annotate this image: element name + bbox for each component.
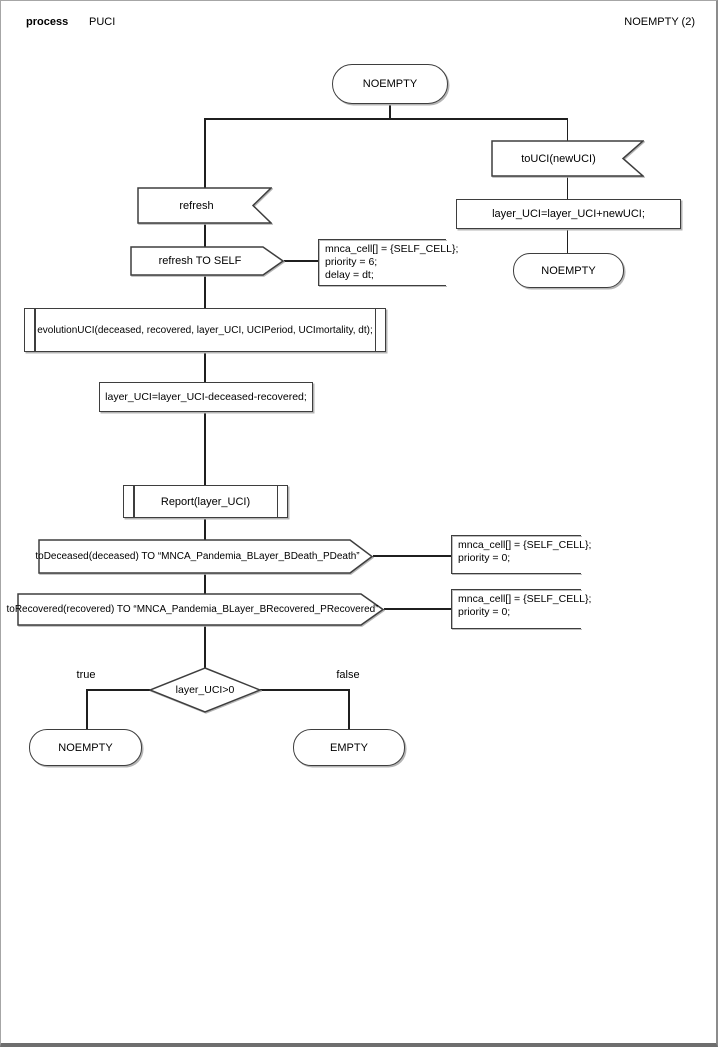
procedure-label: evolutionUCI(deceased, recovered, layer_… [37,324,373,336]
signal-label: refresh TO SELF [158,255,242,267]
connector-line [260,689,349,691]
comment-todeceased-params: mnca_cell[] = {SELF_CELL}; priority = 0; [451,535,592,574]
decision-label: layer_UCI>0 [175,684,235,696]
task-label: layer_UCI=layer_UCI-deceased-recovered; [105,391,307,403]
procedure-bar [374,309,376,351]
connector-line [204,411,206,486]
signal-in-toUCI: toUCI(newUCI) [491,140,644,177]
page-label: NOEMPTY (2) [624,16,695,28]
comment-bracket [451,589,581,629]
signal-label: toRecovered(recovered) TO “MNCA_Pandemia… [6,604,379,615]
signal-out-refresh-to-self: refresh TO SELF [130,246,284,276]
label-true: true [76,669,96,681]
connector-line [204,573,206,594]
connector-line [348,689,350,730]
comment-line: mnca_cell[] = {SELF_CELL}; [458,539,592,551]
connector-line [389,104,391,119]
signal-out-todeceased: toDeceased(deceased) TO “MNCA_Pandemia_B… [35,539,373,574]
connector-line [566,229,568,254]
state-label: EMPTY [330,741,368,754]
state-noempty-true: NOEMPTY [29,729,142,766]
comment-line: priority = 0; [458,606,511,618]
connector-line [86,689,88,730]
task-layer-uci-subtract: layer_UCI=layer_UCI-deceased-recovered; [99,382,313,412]
connector-line [204,625,206,668]
comment-line: mnca_cell[] = {SELF_CELL}; [458,593,592,605]
connector-line [284,260,318,262]
connector-line [204,276,206,309]
process-name: PUCI [89,16,116,28]
signal-out-torecovered: toRecovered(recovered) TO “MNCA_Pandemia… [6,593,384,626]
comment-line: priority = 6; [325,256,378,268]
state-label: NOEMPTY [541,264,596,277]
state-noempty-start: NOEMPTY [332,64,448,104]
state-label: NOEMPTY [362,78,418,90]
connector-line [205,118,568,120]
connector-line [566,177,568,200]
task-label: layer_UCI=layer_UCI+newUCI; [492,208,645,220]
diagram-kind-label: process [26,16,69,28]
signal-in-refresh: refresh [137,187,272,224]
connector-line [204,517,206,540]
connector-line [204,118,206,188]
connector-line [86,689,150,691]
procedure-bar [276,486,278,517]
procedure-evolutionuci: evolutionUCI(deceased, recovered, layer_… [24,308,386,352]
signal-label: toUCI(newUCI) [521,152,596,165]
connector-line [204,351,206,383]
comment-line: mnca_cell[] = {SELF_CELL}; [325,243,459,255]
comment-line: delay = dt; [325,269,374,281]
signal-label: refresh [179,199,214,212]
signal-label: toDeceased(deceased) TO “MNCA_Pandemia_B… [35,551,360,562]
decision-layer-uci: layer_UCI>0 [149,667,261,713]
comment-torecovered-params: mnca_cell[] = {SELF_CELL}; priority = 0; [451,589,592,629]
state-label: NOEMPTY [58,741,113,754]
procedure-bar [133,486,135,517]
task-layer-uci-add: layer_UCI=layer_UCI+newUCI; [456,199,681,229]
state-noempty-right: NOEMPTY [513,253,624,288]
comment-bracket [318,239,446,286]
connector-line [566,118,568,141]
comment-bracket [451,535,581,574]
procedure-bar [34,309,36,351]
procedure-report: Report(layer_UCI) [123,485,288,518]
comment-line: priority = 0; [458,552,511,564]
comment-refresh-params: mnca_cell[] = {SELF_CELL}; priority = 6;… [318,239,459,286]
connector-line [204,223,206,247]
connector-line [384,608,451,610]
state-empty-false: EMPTY [293,729,405,766]
connector-line [373,555,451,557]
procedure-label: Report(layer_UCI) [160,495,251,508]
label-false: false [336,669,360,681]
